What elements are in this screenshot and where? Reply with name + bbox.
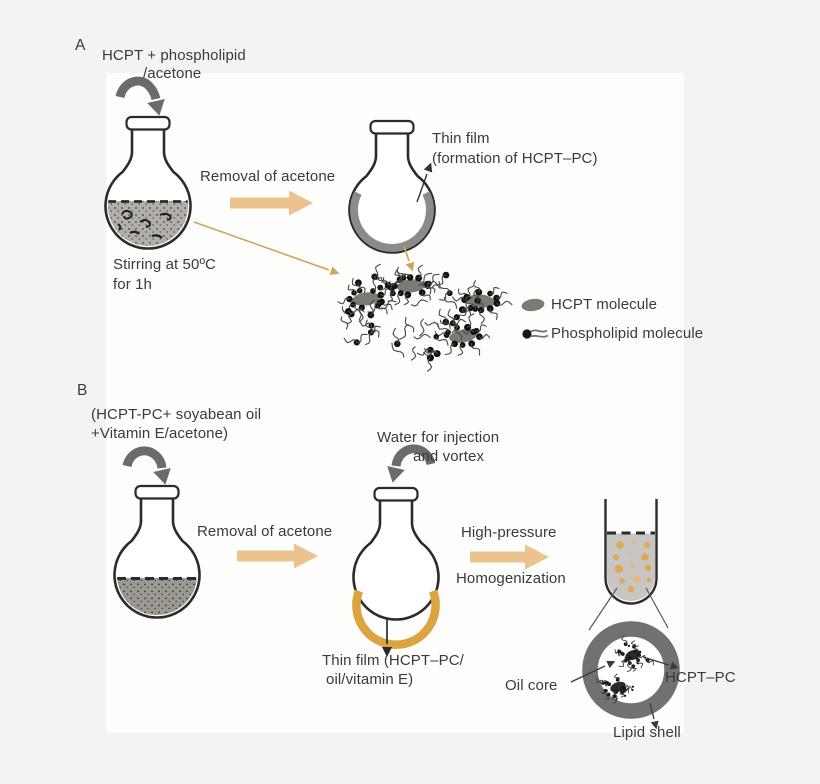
gray-thin-film xyxy=(350,191,434,252)
thin-film-b-line2: oil/vitamin E) xyxy=(326,671,414,688)
flask-b1 xyxy=(113,484,201,619)
water-arrow-b2 xyxy=(387,444,436,483)
panel-a-step-label: Removal of acetone xyxy=(200,168,336,185)
lipid-shell-label: Lipid shell xyxy=(613,724,681,741)
flask-a2 xyxy=(348,119,436,254)
feed-arrow-a xyxy=(115,76,165,116)
high-pressure-label: High-pressure xyxy=(461,524,557,541)
panel-b-input-line1: (HCPT-PC+ soyabean oil xyxy=(91,406,262,423)
flask-a1 xyxy=(104,115,192,250)
thin-film-a-line1: Thin film xyxy=(432,130,490,147)
oil-droplets xyxy=(613,539,652,593)
panel-a-input-line1: HCPT + phospholipid xyxy=(102,47,246,64)
lipid-shell-arrow xyxy=(649,702,659,730)
process-arrow-b1 xyxy=(237,543,318,569)
legend-phospholipid-label: Phospholipid molecule xyxy=(551,325,704,342)
process-arrow-a xyxy=(230,190,313,216)
oil-core-label: Oil core xyxy=(505,677,558,694)
hcpt-pc-arrow xyxy=(642,656,679,670)
hcpt-pc-label: HCPT–PC xyxy=(665,669,736,686)
panel-a-input-line2: /acetone xyxy=(143,65,202,82)
panel-b-step-label: Removal of acetone xyxy=(197,523,333,540)
panel-b-input-line2: +Vitamin E/acetone) xyxy=(91,425,229,442)
stirring-line1: Stirring at 50ºC xyxy=(113,256,216,273)
feed-arrow-b1 xyxy=(122,446,171,485)
homogenization-label: Homogenization xyxy=(456,570,566,587)
stirring-line2: for 1h xyxy=(113,276,152,293)
sample-tube xyxy=(604,499,658,605)
hcpt-pc-complex-2 xyxy=(596,673,635,704)
arrow-flask-to-thinfilm-label xyxy=(382,618,392,657)
tube-walls xyxy=(604,499,658,605)
legend-hcpt-icon xyxy=(521,298,545,312)
legend-hcpt-label: HCPT molecule xyxy=(551,296,658,313)
oil-core-arrow xyxy=(570,660,616,683)
water-line2: and vortex xyxy=(413,448,485,465)
thin-film-a-line2: (formation of HCPT–PC) xyxy=(432,150,598,167)
flask-b2 xyxy=(352,486,440,649)
panel-b-label: B xyxy=(77,382,88,399)
panel-a-label: A xyxy=(75,37,86,54)
thin-film-b-line1: Thin film (HCPT–PC/ xyxy=(322,652,464,669)
orange-thin-film xyxy=(352,589,440,649)
process-arrow-b2 xyxy=(470,544,549,570)
water-line1: Water for injection xyxy=(377,429,500,446)
hcpt-pc-complex-1 xyxy=(614,635,654,673)
legend-phospholipid-icon xyxy=(522,329,549,339)
hcpt-pc-molecular-cluster xyxy=(337,263,513,372)
zoom-lines xyxy=(588,587,669,631)
arrow-film-to-cluster xyxy=(403,245,415,272)
arrow-film-to-label xyxy=(416,162,433,203)
arrow-liquid-to-cluster xyxy=(193,221,340,275)
